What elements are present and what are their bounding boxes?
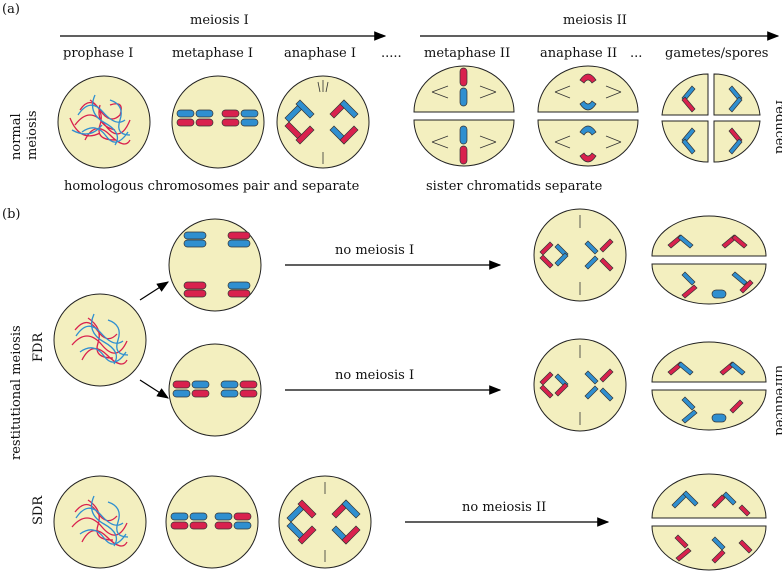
dots-1: ..... [381, 46, 402, 61]
cell-fdr-upper [168, 218, 262, 312]
cell-metaphase-2 [413, 65, 515, 167]
fdr-label: FDR [31, 332, 46, 362]
cell-anaphase-1 [276, 75, 370, 169]
sdr-label: SDR [31, 495, 46, 525]
cell-prophase-1 [57, 75, 151, 169]
row-label-meiosis: meiosis [25, 110, 40, 160]
stage-label-gametes: gametes/spores [665, 46, 768, 61]
row-label-normal: normal [9, 113, 24, 160]
cell-sdr-prophase [53, 475, 147, 569]
fdr-arrow-up [139, 281, 170, 301]
cell-fdr-upper-gametes [651, 215, 767, 305]
side-label-reduced: reduced [772, 100, 782, 154]
stage-label-prophase-1: prophase I [63, 46, 133, 61]
label-no-meiosis-1-top: no meiosis I [335, 243, 414, 258]
cell-fdr-lower [168, 343, 262, 437]
panel-a-tag: (a) [2, 2, 20, 17]
stage-label-metaphase-1: metaphase I [172, 46, 253, 61]
cell-fdr-upper-anaphase [533, 208, 627, 302]
fdr-arrow-down [139, 379, 170, 399]
meiosis-2-label: meiosis II [563, 13, 627, 28]
cell-sdr-gametes [651, 473, 767, 571]
cell-fdr-lower-anaphase [533, 338, 627, 432]
cell-fdr-prophase [53, 293, 147, 387]
cell-anaphase-2 [537, 65, 639, 167]
caption-homologous: homologous chromosomes pair and separate [64, 179, 360, 194]
cell-sdr-anaphase [278, 475, 372, 569]
stage-label-anaphase-2: anaphase II [540, 46, 617, 61]
dots-2: ... [630, 46, 642, 61]
cell-gametes [661, 73, 761, 163]
stage-label-anaphase-1: anaphase I [284, 46, 356, 61]
panel-b-tag: (b) [2, 207, 20, 222]
cell-fdr-lower-gametes [651, 341, 767, 431]
cell-metaphase-1 [171, 75, 265, 169]
label-no-meiosis-2: no meiosis II [462, 500, 546, 515]
cell-sdr-metaphase [165, 475, 259, 569]
side-label-unreduced: unreduced [772, 365, 782, 436]
group-label-restitutional: restitutional meiosis [9, 325, 24, 460]
caption-sister-chromatids: sister chromatids separate [426, 179, 603, 194]
stage-label-metaphase-2: metaphase II [424, 46, 510, 61]
meiosis-1-label: meiosis I [190, 13, 249, 28]
label-no-meiosis-1-bottom: no meiosis I [335, 368, 414, 383]
